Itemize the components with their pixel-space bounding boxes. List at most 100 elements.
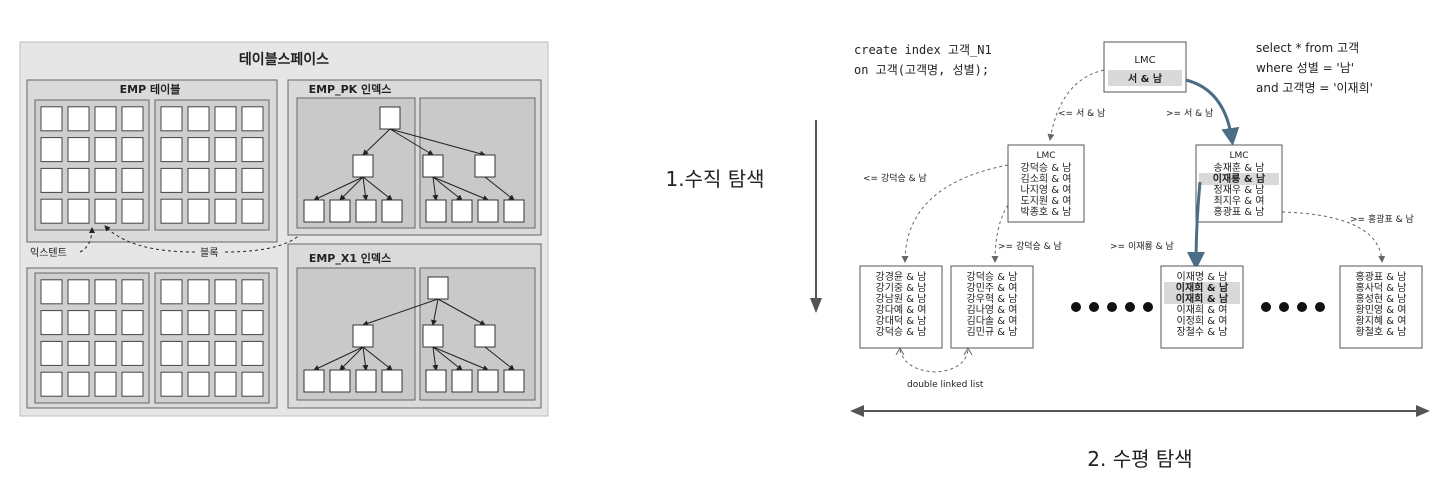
data-block (67, 340, 90, 366)
data-block (160, 167, 183, 193)
index-pointer (437, 298, 486, 326)
double-linked-list-curve (899, 349, 969, 373)
index-pointer (339, 346, 364, 371)
leaf-block-4 (1339, 265, 1423, 349)
data-block (94, 279, 117, 305)
data-block (214, 106, 237, 132)
edge-branch-left-right-label: >= 강덕승 & 남 (998, 241, 1062, 252)
leaf-entry: 홍성현 & 남 (1356, 292, 1407, 305)
extent-bottom-right (154, 272, 270, 404)
index-leaf-block (329, 199, 351, 223)
leaf-entry: 이재희 & 남 (1176, 292, 1229, 305)
extent-top-left (34, 99, 150, 231)
leaf-entry: 강경윤 & 남 (876, 270, 927, 283)
index-branch-block (474, 324, 496, 348)
leaf-entry: 장철수 & 남 (1177, 326, 1228, 338)
leaf-entry: 강대덕 & 남 (876, 315, 927, 327)
data-block (94, 198, 117, 224)
root-title: LMC (1134, 55, 1155, 66)
data-block (160, 310, 183, 336)
index-entry: 나지영 & 여 (1021, 184, 1072, 196)
block-pointer-left (104, 225, 196, 253)
index-entry: 도지원 & 여 (1021, 195, 1072, 207)
tablespace-title: 테이블스페이스 (239, 51, 329, 68)
edge-branch-right-down-label: >= 이재룡 & 남 (1110, 241, 1174, 252)
data-block (241, 340, 264, 366)
index-leaf-block (503, 199, 525, 223)
horizontal-search-label: 2. 수평 탐색 (1087, 447, 1192, 471)
leaf-entry: 강남원 & 남 (876, 293, 927, 305)
entry-highlight (1164, 282, 1240, 293)
data-block (214, 167, 237, 193)
index-pointer (432, 346, 463, 371)
index-leaf-block (303, 199, 325, 223)
index-pointer (362, 128, 391, 156)
index-pointer (389, 128, 434, 156)
sql-create-line-1: create index 고객_N1 (854, 43, 992, 57)
leaf-entry: 황철호 & 남 (1356, 326, 1407, 338)
index-leaf-block (477, 369, 499, 393)
sql-select-line-3: and 고객명 = '이재희' (1256, 81, 1373, 95)
emp-x1-btree (303, 276, 525, 393)
leaf-block-3 (1160, 265, 1244, 349)
index-leaf-block (503, 369, 525, 393)
index-pointer (430, 298, 439, 326)
data-block (241, 198, 264, 224)
index-branch-block (474, 154, 496, 178)
index-pointer (432, 176, 439, 201)
data-block (214, 340, 237, 366)
data-block (160, 371, 183, 397)
data-block (67, 310, 90, 336)
data-block (187, 279, 210, 305)
leaf-entry: 강민주 & 여 (967, 282, 1018, 294)
index-branch-block (422, 154, 444, 178)
branch-left-to-leaf-1-edge (901, 164, 1009, 263)
index-pointer (484, 346, 515, 371)
vertical-search-label: 1.수직 탐색 (665, 167, 764, 191)
data-block (160, 198, 183, 224)
index-pointer (313, 176, 364, 201)
index-branch-block (352, 324, 374, 348)
leaf-entry: 강덕승 & 남 (876, 326, 927, 338)
root-to-branch-right-edge (1185, 78, 1240, 146)
data-block (94, 137, 117, 163)
branch-right-to-leaf-3-edge (1187, 181, 1206, 270)
data-block (94, 167, 117, 193)
data-block (160, 340, 183, 366)
leaf-entry: 이재희 & 남 (1176, 281, 1229, 294)
index-leaf-block (425, 199, 447, 223)
leaf-entry: 강다예 & 여 (876, 304, 927, 316)
index-entry: 이재룡 & 남 (1213, 172, 1266, 185)
index-leaf-block (451, 369, 473, 393)
extent-top-right (154, 99, 270, 231)
data-block (40, 371, 63, 397)
index-pointer (432, 176, 489, 201)
index-pointer (339, 176, 364, 201)
data-block (40, 279, 63, 305)
index-root-block (427, 276, 449, 300)
double-linked-list-arrow-right (963, 346, 973, 356)
data-block (241, 167, 264, 193)
leaf-entry: 강우혁 & 남 (967, 293, 1018, 305)
horizontal-search-arrowhead-left (850, 405, 864, 417)
horizontal-search-arrowhead-right (1416, 405, 1430, 417)
leaf-entry: 홍광표 & 남 (1356, 270, 1407, 283)
index-entry: 홍광표 & 남 (1214, 205, 1265, 218)
data-block (241, 371, 264, 397)
data-block (160, 279, 183, 305)
branch-left-title: LMC (1036, 151, 1055, 161)
index-root-block (379, 106, 401, 130)
index-pointer (313, 346, 364, 371)
leaf-entry: 이재명 & 남 (1177, 271, 1228, 283)
index-leaf-block (303, 369, 325, 393)
data-block (214, 310, 237, 336)
index-pointer (362, 346, 369, 371)
block-pointer-right (224, 227, 307, 253)
data-block (214, 279, 237, 305)
index-entry: 최지우 & 여 (1214, 195, 1265, 207)
leaf-entry: 김나영 & 여 (967, 304, 1018, 316)
data-block (121, 279, 144, 305)
index-entry: 송재훈 & 남 (1214, 161, 1265, 174)
data-block (94, 340, 117, 366)
